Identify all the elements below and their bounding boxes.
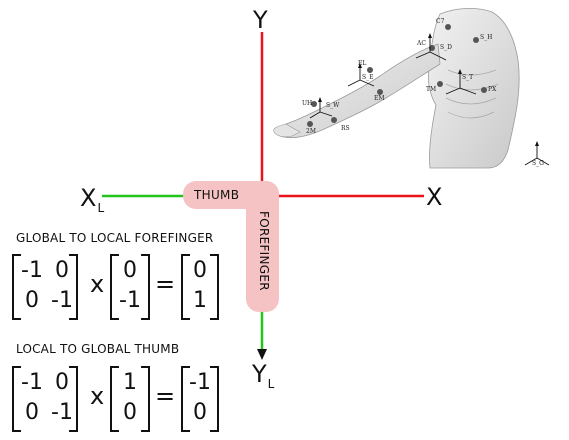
hand-shape [273, 123, 301, 138]
label-2m: 2M [306, 128, 316, 135]
label-rs: RS [341, 125, 350, 132]
local-axes-elbow [347, 66, 375, 87]
equals-sign: = [155, 270, 176, 298]
marker-em [377, 89, 383, 95]
result-cell: 0 [193, 258, 207, 283]
marker-px [481, 87, 487, 93]
result-cell: -1 [189, 370, 211, 395]
xl-axis-letter: X [80, 184, 97, 212]
matrix-cell: -1 [21, 258, 43, 283]
arm-shape [276, 43, 441, 138]
local-axes-thorax [445, 72, 477, 95]
thumb-label: THUMB [194, 188, 240, 202]
result-cell: 1 [193, 288, 207, 313]
label-el: EL [358, 60, 367, 67]
label-px: PX [488, 86, 497, 93]
forefinger-pill [246, 181, 279, 312]
x-axis-label: X [426, 183, 443, 211]
label-se: S_E [362, 74, 374, 81]
matrix-cell: 0 [25, 400, 39, 425]
equation-1-result: 0 1 [181, 254, 219, 320]
xl-axis-label: XL [80, 186, 104, 214]
matrix-cell: 0 [55, 370, 69, 395]
local-axes-global [524, 144, 550, 166]
times-sign: x [90, 382, 105, 410]
rib-lines [445, 69, 499, 119]
vector-cell: 1 [123, 370, 137, 395]
matrix-cell: 0 [25, 288, 39, 313]
matrix-cell: -1 [51, 288, 73, 313]
matrix-cell: -1 [21, 370, 43, 395]
marker-tm [437, 81, 443, 87]
equation-1-title: GLOBAL TO LOCAL FOREFINGER [16, 231, 214, 245]
vector-cell: -1 [119, 288, 141, 313]
label-em: EM [374, 95, 385, 102]
marker-ac [429, 45, 435, 51]
marker-c7 [445, 24, 451, 30]
matrix-cell: -1 [51, 400, 73, 425]
marker-rs [331, 117, 337, 123]
label-sh: S_H [480, 34, 493, 41]
local-axes-shoulder [415, 36, 447, 61]
marker-el [367, 67, 373, 73]
label-sd: S_D [440, 44, 452, 51]
equals-sign: = [155, 382, 176, 410]
yl-axis-label: YL [252, 362, 274, 390]
result-cell: 0 [193, 400, 207, 425]
times-sign: x [90, 270, 105, 298]
marker-2m [307, 121, 313, 127]
equation-1-matrix: -1 0 0 -1 [12, 254, 78, 320]
label-ac: AC [417, 40, 426, 47]
torso-shape [428, 8, 520, 169]
label-uh: UH [302, 100, 313, 107]
y-axis-label: Y [253, 6, 268, 34]
equation-2-vector: 1 0 [110, 366, 150, 432]
forefinger-label: FOREFINGER [257, 211, 271, 291]
yl-arrowhead [257, 349, 267, 360]
marker-uh [311, 101, 317, 107]
label-c7: C7 [436, 18, 445, 25]
equation-2-result: -1 0 [181, 366, 219, 432]
label-sw: S_W [326, 102, 340, 109]
label-sg: S_G [532, 160, 544, 167]
yl-axis-subscript: L [267, 377, 275, 391]
equation-1-vector: 0 -1 [110, 254, 150, 320]
vector-cell: 0 [123, 258, 137, 283]
equation-2-title: LOCAL TO GLOBAL THUMB [16, 342, 180, 356]
label-st: S_T [462, 74, 474, 81]
yl-axis-letter: Y [252, 360, 267, 388]
equation-2-matrix: -1 0 0 -1 [12, 366, 78, 432]
vector-cell: 0 [123, 400, 137, 425]
xl-axis-subscript: L [97, 201, 105, 215]
matrix-cell: 0 [55, 258, 69, 283]
marker-sh [473, 37, 479, 43]
anatomy-illustration [273, 8, 550, 169]
label-tm: TM [426, 86, 437, 93]
